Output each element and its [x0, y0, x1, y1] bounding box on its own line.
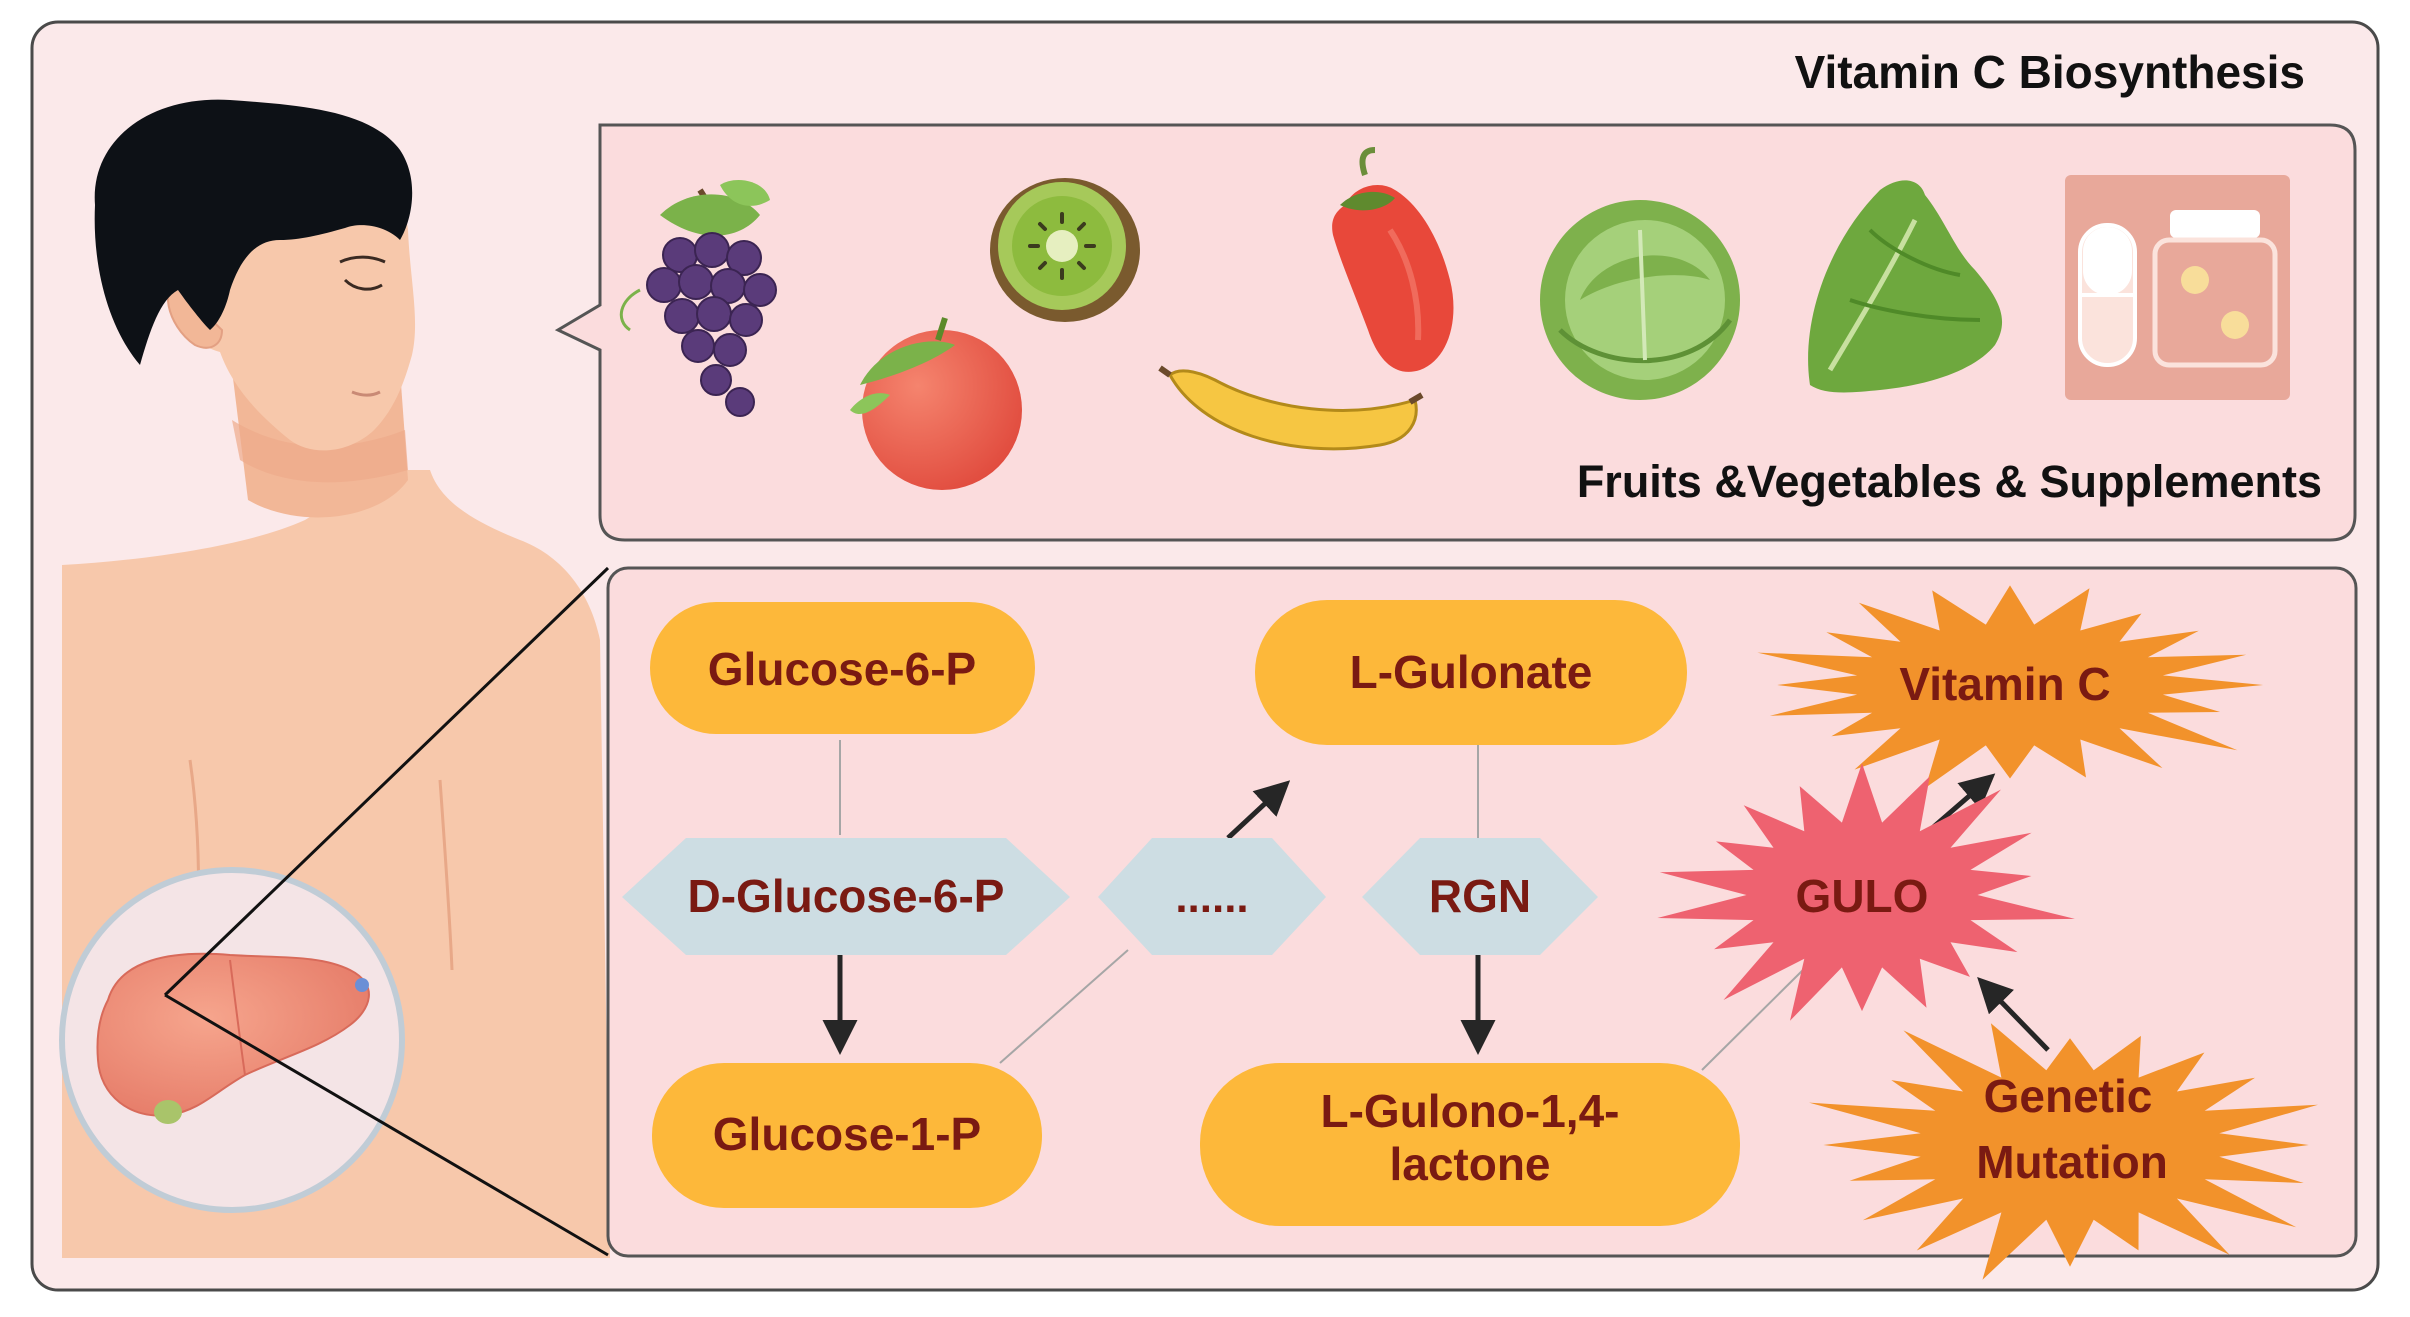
node-glucose-1-p-label: Glucose-1-P [713, 1108, 981, 1160]
node-genetic-mutation-label-2: Mutation [1976, 1136, 2168, 1188]
banana-icon [1158, 365, 1424, 451]
closed-eye-icon [343, 278, 383, 291]
node-l-gulonate-label: L-Gulonate [1350, 646, 1593, 698]
lettuce-icon [1808, 180, 2003, 393]
node-gulo [1657, 763, 2075, 1021]
node-vitamin-c-label: Vitamin C [1899, 658, 2110, 710]
enzyme-d-glucose-6-p-label: D-Glucose-6-P [688, 870, 1005, 922]
kiwi-icon [990, 178, 1140, 322]
enzyme-ellipsis [1098, 838, 1326, 955]
enzyme-ellipsis-label: ...... [1175, 873, 1248, 922]
enzyme-d-glucose-6-p [622, 838, 1070, 955]
liver-magnifier [59, 867, 405, 1213]
zoom-line-bottom [164, 993, 609, 1257]
node-gulo-label: GULO [1796, 870, 1929, 922]
hair [94, 99, 413, 366]
cabbage-icon [1540, 200, 1740, 400]
zoom-line-top [163, 566, 610, 997]
node-vitamin-c [1757, 585, 2264, 788]
grape-icon [619, 180, 777, 417]
enzyme-rgn [1362, 838, 1598, 955]
node-l-gulono-lactone [1200, 1063, 1740, 1226]
diet-caption: Fruits &Vegetables & Supplements [1577, 456, 2322, 507]
node-glucose-1-p [652, 1063, 1042, 1208]
node-glucose-6-p [650, 602, 1035, 734]
node-l-gulono-lactone-label-2: lactone [1389, 1138, 1550, 1190]
arrow-mutation-to-gulo [1977, 976, 2050, 1052]
node-genetic-mutation-label-1: Genetic [1984, 1070, 2153, 1122]
arrow-ellipsis-to-lgulonate [1226, 780, 1291, 840]
supplements-icon [2065, 175, 2290, 400]
node-l-gulono-lactone-label-1: L-Gulono-1,4- [1321, 1085, 1620, 1137]
enzyme-rgn-label: RGN [1429, 870, 1531, 922]
page-title: Vitamin C Biosynthesis [1795, 46, 2305, 98]
tomato-icon [850, 317, 1022, 490]
chili-pepper-icon [1332, 147, 1454, 372]
node-genetic-mutation [1809, 1023, 2318, 1280]
node-glucose-6-p-label: Glucose-6-P [708, 643, 976, 695]
node-l-gulonate [1255, 600, 1687, 745]
